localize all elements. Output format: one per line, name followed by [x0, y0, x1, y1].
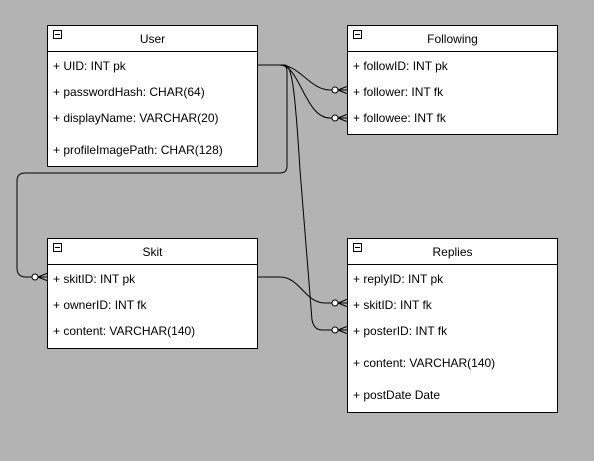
field-reply-id: + replyID: INT pk [353, 272, 444, 286]
entity-title: User [139, 32, 166, 46]
edge-user-replies-poster[interactable] [258, 64, 348, 331]
field-password-hash: + passwordHash: CHAR(64) [53, 85, 205, 99]
end-circle-skit [31, 273, 39, 281]
crowfoot-skit [37, 272, 49, 282]
field-skit-id: + skitID: INT pk [53, 272, 136, 286]
field-post-date: + postDate Date [353, 388, 441, 402]
entity-title: Replies [432, 245, 473, 259]
end-circle-following-followee [331, 114, 339, 122]
entity-header: Following [348, 26, 557, 52]
edge-skit-replies[interactable] [258, 276, 348, 304]
field-content: + content: VARCHAR(140) [53, 324, 196, 338]
field-content: + content: VARCHAR(140) [353, 356, 496, 370]
field-profile-image-path: + profileImagePath: CHAR(128) [53, 143, 223, 157]
field-display-name: + displayName: VARCHAR(20) [53, 111, 219, 125]
entity-user[interactable]: User + UID: INT pk + passwordHash: CHAR(… [47, 25, 258, 167]
field-poster-id: + posterID: INT fk [353, 324, 448, 338]
entity-header: Skit [48, 239, 257, 265]
field-followee: + followee: INT fk [353, 111, 446, 125]
edge-user-following-follower[interactable] [258, 64, 348, 91]
collapse-icon[interactable] [353, 243, 362, 252]
field-owner-id: + ownerID: INT fk [53, 298, 147, 312]
entity-title: Following [427, 32, 478, 46]
entity-header: User [48, 26, 257, 52]
field-follower: + follower: INT fk [353, 85, 444, 99]
field-uid: + UID: INT pk [53, 59, 126, 73]
end-circle-replies-skit [331, 299, 339, 307]
entity-skit[interactable]: Skit + skitID: INT pk + ownerID: INT fk … [47, 238, 258, 349]
end-circle-following-follower [331, 86, 339, 94]
entity-header: Replies [348, 239, 557, 265]
collapse-icon[interactable] [353, 30, 362, 39]
edge-user-skit[interactable] [16, 64, 288, 278]
end-circle-replies-poster [331, 326, 339, 334]
entity-title: Skit [142, 245, 163, 259]
crowfoot-following-followee [337, 113, 349, 123]
crowfoot-following-follower [337, 85, 349, 95]
entity-following[interactable]: Following + followID: INT pk + follower:… [347, 25, 558, 135]
crowfoot-replies-poster [337, 325, 349, 335]
field-skit-id: + skitID: INT fk [353, 298, 432, 312]
crowfoot-replies-skit [337, 298, 349, 308]
field-follow-id: + followID: INT pk [353, 59, 448, 73]
collapse-icon[interactable] [53, 30, 62, 39]
collapse-icon[interactable] [53, 243, 62, 252]
entity-replies[interactable]: Replies + replyID: INT pk + skitID: INT … [347, 238, 558, 413]
